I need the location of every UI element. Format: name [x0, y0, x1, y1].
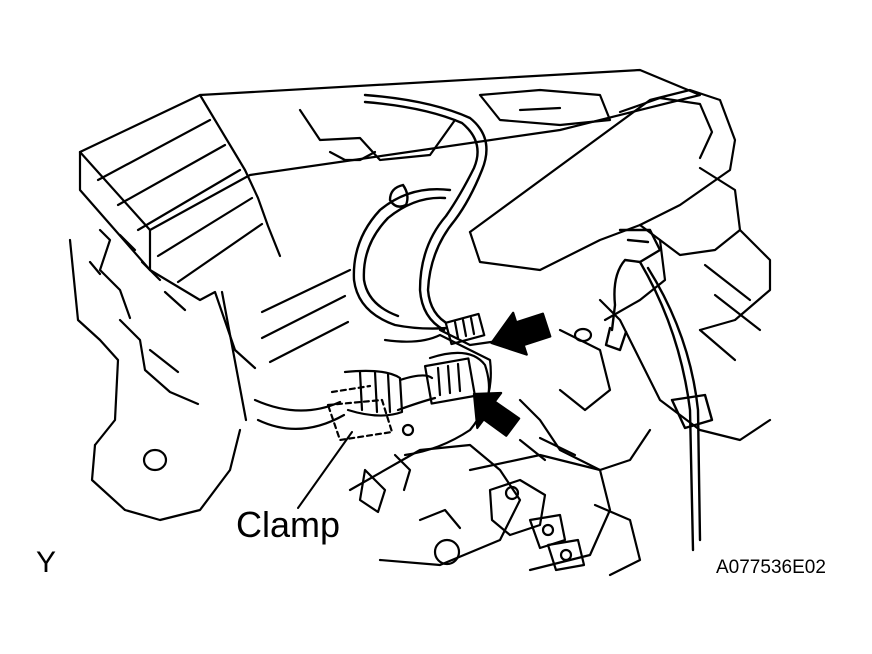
- battery-module-stack: [70, 70, 700, 520]
- wire-harness: [354, 95, 712, 550]
- arrow-lower-connector-icon: [466, 386, 525, 438]
- corner-letter-label: Y: [36, 546, 57, 579]
- upper-connector: [440, 314, 505, 345]
- clamp-callout-label: Clamp: [236, 504, 341, 545]
- arrow-upper-connector-icon: [485, 304, 554, 364]
- clamp-part: [328, 386, 413, 440]
- transaxle-lower: [350, 438, 640, 575]
- figure-id-label: A077536E02: [716, 557, 826, 578]
- lower-connector: [255, 335, 491, 455]
- inverter-cover: [470, 90, 770, 470]
- clamp-leader-line: [298, 432, 352, 508]
